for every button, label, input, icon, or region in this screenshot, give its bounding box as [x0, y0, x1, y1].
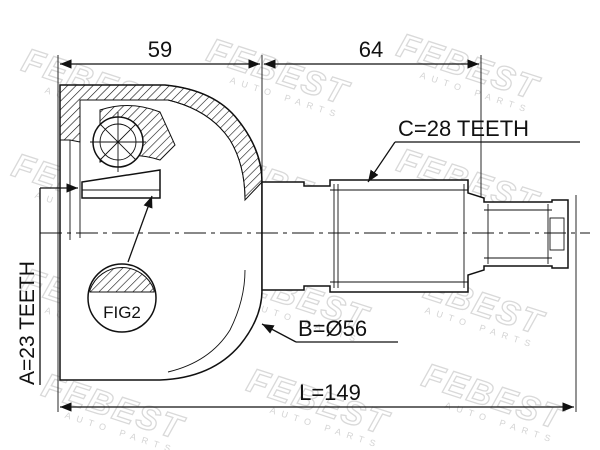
- extension-lines: [57, 55, 577, 412]
- watermark: FEBEST: [203, 31, 355, 113]
- dimension-length: L=149: [60, 380, 574, 412]
- leader-spline-a: A=23 TEETH: [16, 183, 78, 385]
- watermark: FEBEST: [418, 356, 570, 438]
- leader-spline-c: C=28 TEETH: [367, 116, 580, 183]
- output-shaft: [261, 179, 569, 293]
- spline-c-label: C=28 TEETH: [398, 116, 529, 141]
- leader-diameter-b: B=Ø56: [261, 316, 398, 343]
- dimension-64: 64: [264, 37, 479, 69]
- dimension-length-label: L=149: [299, 380, 361, 405]
- dimension-59-label: 59: [148, 37, 172, 62]
- fig2-label: FIG2: [103, 303, 141, 322]
- fig2-detail: FIG2: [87, 195, 157, 333]
- ball-element: [90, 112, 146, 172]
- spline-a-label: A=23 TEETH: [16, 261, 39, 385]
- dimension-59: 59: [60, 37, 260, 69]
- watermark: FEBEST: [393, 26, 545, 108]
- diameter-b-label: B=Ø56: [298, 316, 367, 341]
- dimension-64-label: 64: [359, 37, 383, 62]
